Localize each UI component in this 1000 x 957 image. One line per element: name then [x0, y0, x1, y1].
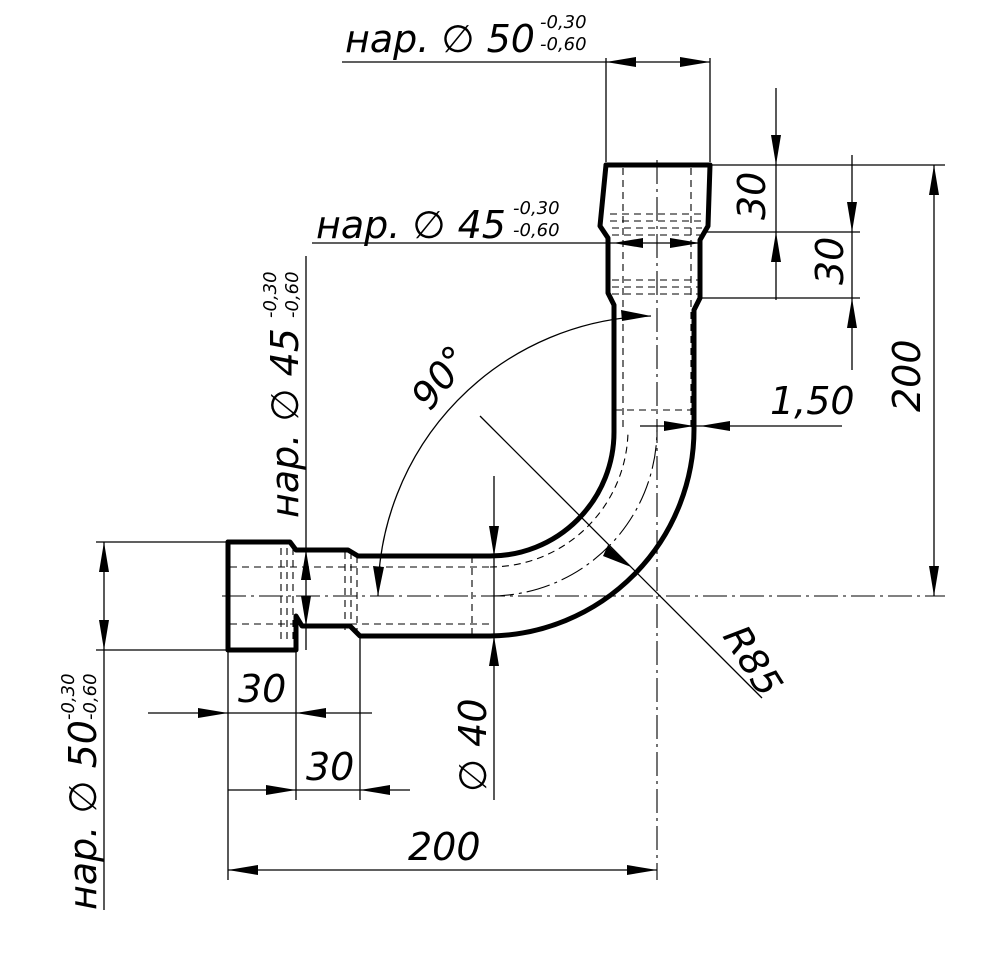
- left-thread-45-tol-upper: -0,30: [260, 271, 281, 318]
- left-thread-50-label: нар. ∅ 50: [61, 720, 105, 910]
- thread-lines-top: [610, 168, 704, 430]
- mid-thread-tol-lower: -0,60: [513, 220, 560, 241]
- thread-lines-left: [230, 431, 629, 644]
- left-thread-45-label: нар. ∅ 45: [263, 328, 307, 518]
- dimension-labels: нар. ∅ 50 -0,30 -0,60 нар. ∅ 45 -0,30 -0…: [58, 12, 929, 910]
- overall-width: 200: [408, 825, 481, 869]
- top-length-1: 30: [730, 172, 774, 220]
- wall-thickness: 1,50: [770, 379, 855, 423]
- left-thread-50-tol-upper: -0,30: [58, 673, 79, 720]
- top-thread-label: нар. ∅ 50: [345, 17, 535, 61]
- left-thread-45-tol-lower: -0,60: [282, 271, 303, 318]
- pipe-diameter: ∅ 40: [451, 698, 495, 792]
- top-length-2: 30: [808, 237, 852, 285]
- mid-thread-label: нар. ∅ 45: [316, 203, 506, 247]
- dimension-lines: [96, 57, 945, 910]
- vertical-leg-outline: [225, 162, 713, 653]
- top-thread-tol-lower: -0,60: [540, 34, 587, 55]
- radius-label: R85: [714, 617, 791, 704]
- left-length-2: 30: [306, 745, 354, 789]
- mid-thread-tol-upper: -0,30: [513, 198, 560, 219]
- angle-label: 90°: [402, 337, 478, 417]
- overall-height: 200: [885, 339, 929, 412]
- left-thread-50-tol-lower: -0,60: [80, 673, 101, 720]
- left-length-1: 30: [238, 667, 286, 711]
- top-thread-tol-upper: -0,30: [540, 12, 587, 33]
